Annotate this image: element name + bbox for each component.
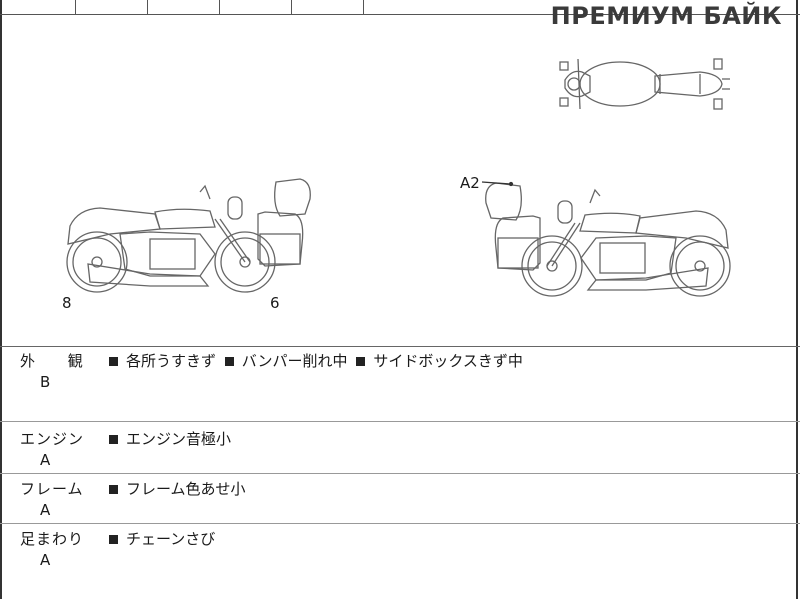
note-item: バンパー削れ中 — [241, 352, 348, 370]
section-label-suspension: 足まわり — [20, 530, 85, 548]
motorcycle-right-side-icon — [481, 181, 731, 297]
note-item: エンジン音極小 — [126, 430, 232, 448]
section-engine: エンジン A エンジン音極小 — [0, 424, 800, 474]
damage-mark-front-left: 6 — [270, 294, 280, 312]
bullet-square-icon — [224, 356, 234, 366]
notes-engine: エンジン音極小 — [105, 428, 231, 449]
notes-suspension: チェーンさび — [105, 528, 215, 549]
grade-engine: A — [40, 451, 51, 469]
section-label-engine: エンジン — [20, 430, 85, 448]
watermark-logo: ПРЕМИУМ БАЙК — [550, 2, 782, 30]
note-item: 各所うすきず — [126, 352, 217, 370]
section-suspension: 足まわり A チェーンさび — [0, 524, 800, 600]
header-cell — [0, 0, 76, 14]
section-exterior: 外 観 B 各所うすきず バンパー削れ中 サイドボックスきず中 — [0, 346, 800, 422]
motorcycle-top-view-icon — [559, 58, 730, 110]
grade-exterior: B — [40, 373, 51, 391]
note-item: チェーンさび — [126, 530, 216, 548]
header-row-cutoff — [0, 0, 800, 15]
bullet-square-icon — [109, 356, 118, 366]
damage-mark-sidebox: A2 — [460, 174, 480, 192]
section-label-frame: フレーム — [20, 480, 84, 498]
section-label-exterior: 外 観 — [20, 352, 97, 370]
notes-exterior: 各所うすきず バンパー削れ中 サイドボックスきず中 — [105, 350, 523, 371]
grade-frame: A — [40, 501, 51, 519]
note-item: フレーム色あせ小 — [126, 480, 246, 498]
bullet-square-icon — [109, 534, 118, 544]
note-item: サイドボックスきず中 — [373, 352, 523, 370]
bullet-square-icon — [109, 434, 118, 444]
damage-mark-rear-left: 8 — [62, 294, 72, 312]
header-cell — [76, 0, 148, 14]
section-frame: フレーム A フレーム色あせ小 — [0, 474, 800, 524]
grade-suspension: A — [40, 551, 51, 569]
header-cell — [292, 0, 364, 14]
bullet-square-icon — [356, 356, 366, 366]
header-cell — [220, 0, 292, 14]
bullet-square-icon — [109, 484, 118, 494]
header-cell — [148, 0, 220, 14]
damage-diagram: 8 6 A2 — [0, 14, 800, 347]
notes-frame: フレーム色あせ小 — [105, 478, 246, 499]
motorcycle-left-side-icon — [66, 178, 311, 293]
